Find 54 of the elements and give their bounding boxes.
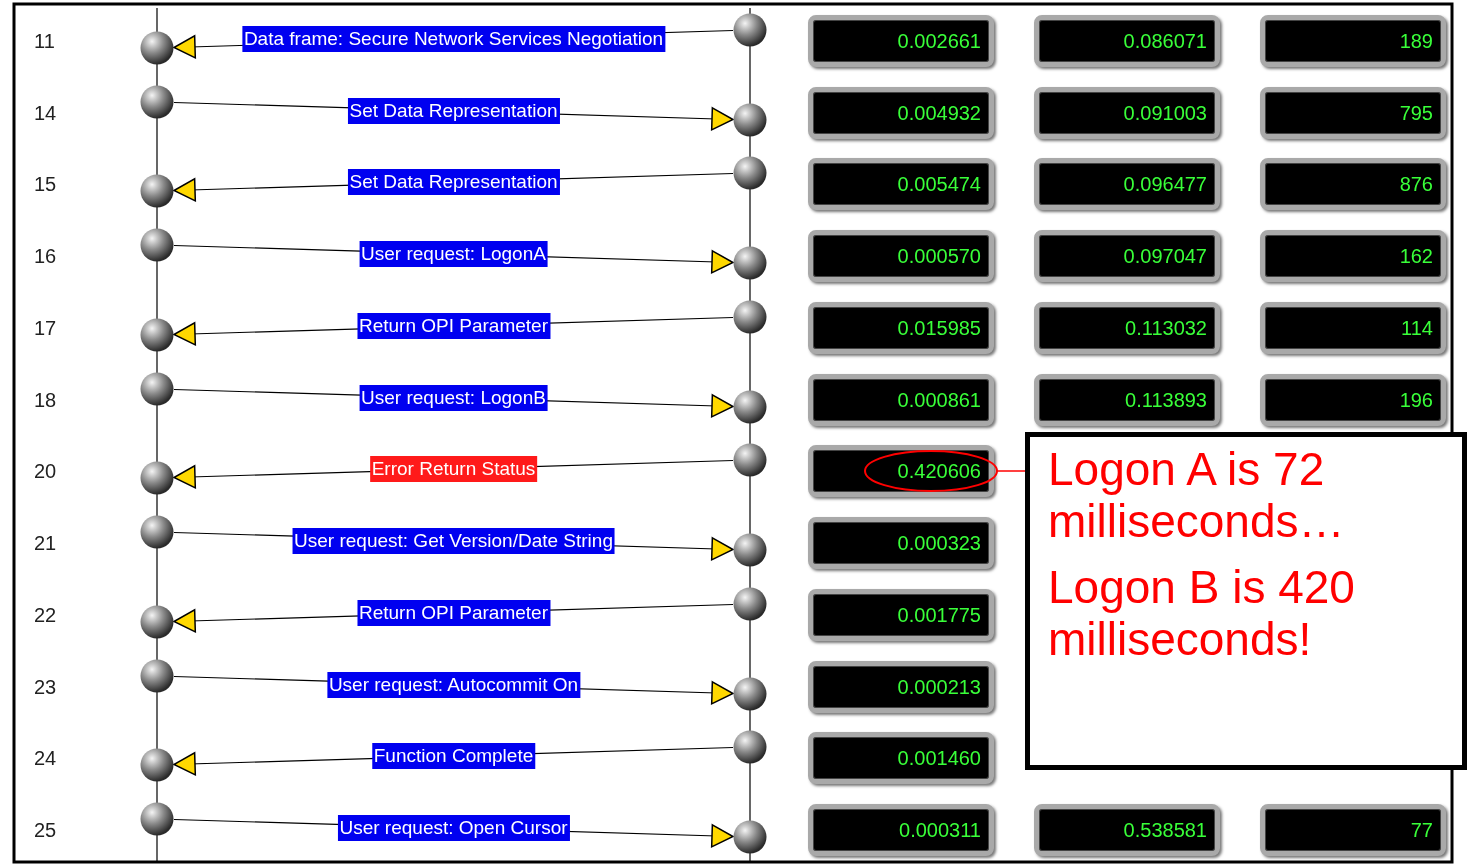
value-display: 0.097047 — [1034, 230, 1220, 282]
row-number: 23 — [34, 675, 57, 699]
row-number: 21 — [34, 531, 57, 555]
value-display: 0.420606 — [808, 445, 994, 497]
value-display: 0.001775 — [808, 589, 994, 641]
value-display: 0.113032 — [1034, 302, 1220, 354]
row-number: 25 — [34, 818, 57, 842]
message-label: User request: Autocommit On — [326, 672, 581, 698]
message-label: Return OPI Parameter — [357, 313, 550, 339]
value-display: 0.004932 — [808, 87, 994, 139]
row-number: 20 — [34, 459, 57, 483]
value-display: 162 — [1260, 230, 1446, 282]
row-number: 15 — [34, 172, 57, 196]
message-label: Data frame: Secure Network Services Negotiation — [241, 26, 666, 52]
value-display: 0.002661 — [808, 15, 994, 67]
value-display: 189 — [1260, 15, 1446, 67]
callout-text: Logon A is 72 milliseconds… — [1048, 443, 1346, 547]
value-display: 876 — [1260, 158, 1446, 210]
row-number: 24 — [34, 746, 57, 770]
row-number: 18 — [34, 388, 57, 412]
value-display: 0.001460 — [808, 732, 994, 784]
leader-line — [996, 470, 1026, 472]
value-display: 0.000311 — [808, 804, 994, 856]
value-display: 77 — [1260, 804, 1446, 856]
value-display: 0.000570 — [808, 230, 994, 282]
message-label: Set Data Representation — [347, 98, 560, 124]
message-label: Return OPI Parameter — [357, 600, 550, 626]
row-number: 16 — [34, 244, 57, 268]
value-display: 795 — [1260, 87, 1446, 139]
value-display: 0.086071 — [1034, 15, 1220, 67]
value-display: 0.005474 — [808, 158, 994, 210]
value-display: 0.000213 — [808, 661, 994, 713]
value-display: 0.113893 — [1034, 374, 1220, 426]
message-label: Set Data Representation — [347, 169, 560, 195]
value-display: 0.096477 — [1034, 158, 1220, 210]
callout-text: Logon B is 420 milliseconds! — [1048, 561, 1356, 665]
value-display: 0.091003 — [1034, 87, 1220, 139]
value-display: 0.538581 — [1034, 804, 1220, 856]
value-display: 0.015985 — [808, 302, 994, 354]
value-display: 114 — [1260, 302, 1446, 354]
message-label: Error Return Status — [369, 456, 538, 482]
value-display: 0.000323 — [808, 517, 994, 569]
value-display: 0.000861 — [808, 374, 994, 426]
value-display: 196 — [1260, 374, 1446, 426]
message-label: User request: Get Version/Date String — [292, 528, 615, 554]
message-label: User request: LogonA — [359, 241, 548, 267]
message-label: Function Complete — [371, 743, 536, 769]
row-number: 11 — [34, 29, 55, 53]
callout-box — [1025, 432, 1467, 770]
row-number: 22 — [34, 603, 57, 627]
message-label: User request: Open Cursor — [337, 815, 570, 841]
row-number: 17 — [34, 316, 57, 340]
row-number: 14 — [34, 101, 57, 125]
message-label: User request: LogonB — [359, 385, 548, 411]
